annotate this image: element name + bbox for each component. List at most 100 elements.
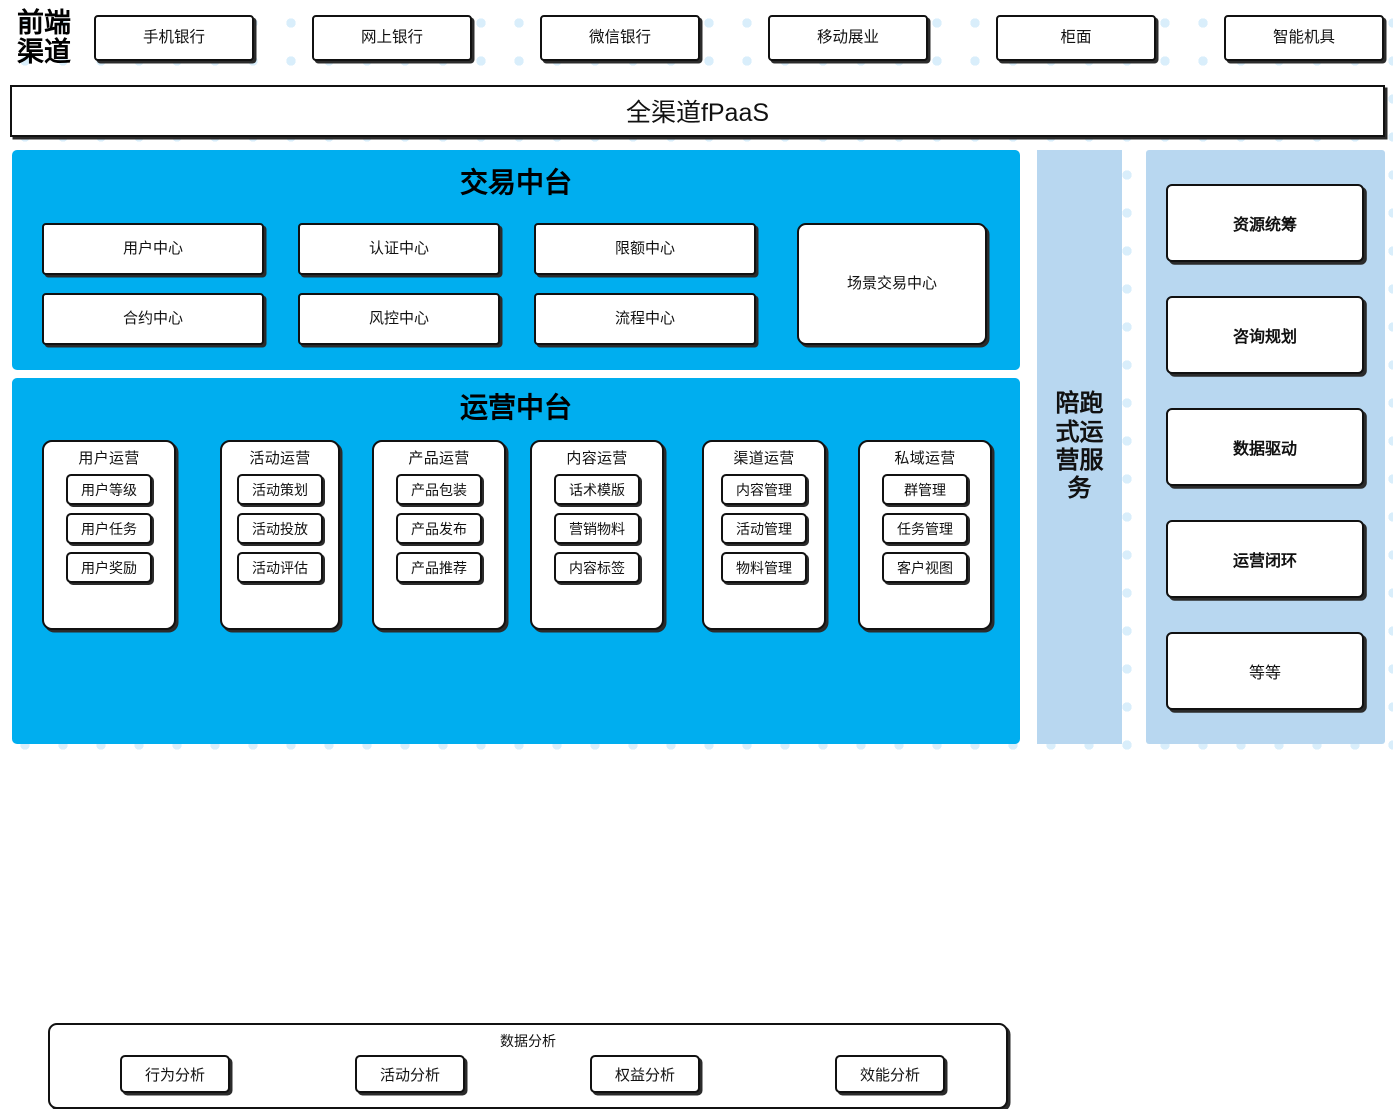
data-analysis-item-label: 权益分析	[614, 1066, 675, 1084]
operation-column-title: 用户运营	[78, 450, 140, 467]
operation-item[interactable]: 产品包装	[396, 474, 482, 505]
operation-item-label: 活动投放	[252, 520, 308, 537]
accompany-service-label-line-1: 陪跑	[1055, 390, 1104, 418]
channel-box-label: 网上银行	[360, 29, 423, 47]
operation-item[interactable]: 产品推荐	[396, 552, 482, 583]
data-analysis-item-4[interactable]: 效能分析	[835, 1055, 945, 1093]
operation-item-label: 用户等级	[81, 481, 137, 498]
channel-label-line-2: 渠道	[17, 37, 71, 67]
operation-item[interactable]: 活动评估	[237, 552, 323, 583]
operation-column-1: 用户运营用户等级用户任务用户奖励	[42, 440, 176, 630]
channel-box-label: 智能机具	[1272, 29, 1335, 47]
operation-item[interactable]: 群管理	[882, 474, 968, 505]
sidebar-card-3[interactable]: 数据驱动	[1166, 408, 1364, 486]
operation-column-3: 产品运营产品包装产品发布产品推荐	[372, 440, 506, 630]
accompany-service-label-line-4: 务	[1067, 475, 1092, 503]
channel-box-4[interactable]: 移动展业	[768, 15, 928, 61]
capability-sidebar: 资源统筹咨询规划数据驱动运营闭环等等	[1146, 150, 1385, 744]
sidebar-card-5[interactable]: 等等	[1166, 632, 1364, 710]
trade-center-box-label: 限额中心	[614, 240, 675, 258]
operation-item-label: 活动策划	[252, 481, 308, 498]
trade-center-box-label: 认证中心	[368, 240, 429, 258]
channel-box-2[interactable]: 网上银行	[312, 15, 472, 61]
accompany-service-label-line-3: 营服	[1055, 447, 1104, 474]
channel-box-1[interactable]: 手机银行	[94, 15, 254, 61]
trade-center-box-4[interactable]: 合约中心	[42, 293, 264, 345]
trade-center-box-2[interactable]: 认证中心	[298, 223, 500, 275]
operation-column-5: 渠道运营内容管理活动管理物料管理	[702, 440, 826, 630]
operation-item[interactable]: 内容标签	[554, 552, 640, 583]
accompany-service-label-line-2: 式运	[1055, 418, 1104, 446]
operation-column-4: 内容运营话术模版营销物料内容标签	[530, 440, 664, 630]
operation-item[interactable]: 用户等级	[66, 474, 152, 505]
operation-item[interactable]: 物料管理	[721, 552, 807, 583]
sidebar-card-label: 运营闭环	[1232, 553, 1297, 570]
trade-center-box-5[interactable]: 风控中心	[298, 293, 500, 345]
operation-item-label: 产品包装	[411, 481, 467, 498]
operation-column-title: 活动运营	[249, 450, 311, 467]
operation-center-panel: 运营中台 用户运营用户等级用户任务用户奖励活动运营活动策划活动投放活动评估产品运…	[12, 378, 1020, 1109]
operation-item[interactable]: 任务管理	[882, 513, 968, 544]
trade-center-title: 交易中台	[459, 168, 572, 199]
trade-center-box-6[interactable]: 流程中心	[534, 293, 756, 345]
data-analysis-item-label: 效能分析	[859, 1066, 920, 1084]
scene-trade-center-label: 场景交易中心	[846, 275, 937, 293]
operation-column-title: 渠道运营	[733, 450, 795, 467]
channel-box-label: 微信银行	[588, 29, 651, 47]
operation-column-title: 产品运营	[408, 450, 470, 467]
operation-item[interactable]: 客户视图	[882, 552, 968, 583]
sidebar-card-label: 数据驱动	[1232, 441, 1297, 458]
accompany-service-label: 陪跑式运营服务	[1052, 390, 1108, 503]
operation-item[interactable]: 活动策划	[237, 474, 323, 505]
sidebar-card-2[interactable]: 咨询规划	[1166, 296, 1364, 374]
sidebar-card-label: 等等	[1248, 665, 1281, 682]
scene-trade-center-box[interactable]: 场景交易中心	[797, 223, 987, 345]
channel-box-label: 手机银行	[142, 29, 205, 47]
sidebar-card-label: 咨询规划	[1232, 329, 1297, 346]
data-analysis-item-2[interactable]: 活动分析	[355, 1055, 465, 1093]
channel-box-label: 移动展业	[816, 29, 879, 47]
operation-item-label: 用户任务	[81, 520, 137, 537]
operation-item-label: 内容标签	[569, 559, 625, 576]
operation-item-label: 群管理	[904, 481, 946, 498]
operation-item-label: 活动评估	[252, 559, 308, 576]
operation-item-label: 物料管理	[736, 559, 792, 576]
trade-center-box-1[interactable]: 用户中心	[42, 223, 264, 275]
operation-item-label: 内容管理	[736, 481, 792, 498]
operation-item[interactable]: 产品发布	[396, 513, 482, 544]
operation-item-label: 活动管理	[736, 520, 792, 537]
trade-center-box-label: 流程中心	[614, 310, 675, 328]
operation-item[interactable]: 活动管理	[721, 513, 807, 544]
channel-box-3[interactable]: 微信银行	[540, 15, 700, 61]
accompany-service-column: 陪跑式运营服务	[1037, 150, 1122, 744]
fpaas-label: 全渠道fPaaS	[625, 99, 770, 127]
channel-box-5[interactable]: 柜面	[996, 15, 1156, 61]
operation-column-6: 私域运营群管理任务管理客户视图	[858, 440, 992, 630]
operation-item[interactable]: 话术模版	[554, 474, 640, 505]
operation-item[interactable]: 营销物料	[554, 513, 640, 544]
operation-item[interactable]: 用户奖励	[66, 552, 152, 583]
data-analysis-item-label: 行为分析	[144, 1066, 205, 1084]
data-analysis-strip: 数据分析 行为分析活动分析权益分析效能分析	[48, 1023, 1008, 1109]
data-analysis-item-3[interactable]: 权益分析	[590, 1055, 700, 1093]
sidebar-card-1[interactable]: 资源统筹	[1166, 184, 1364, 262]
operation-item[interactable]: 内容管理	[721, 474, 807, 505]
sidebar-card-4[interactable]: 运营闭环	[1166, 520, 1364, 598]
trade-center-panel: 交易中台 用户中心 认证中心 限额中心合约中心 风控中心 流程中心 场景交易中心	[12, 150, 1020, 370]
operation-column-title: 私域运营	[894, 450, 956, 467]
operation-item-label: 用户奖励	[81, 559, 137, 576]
architecture-diagram: 前端 渠道 手机银行 网上银行 微信银行 移动展业 柜面 智能机具 全渠道fPaaS 交易…	[4, 2, 1385, 1109]
trade-center-box-label: 风控中心	[368, 310, 429, 328]
trade-center-box-3[interactable]: 限额中心	[534, 223, 756, 275]
operation-item-label: 产品发布	[411, 520, 467, 537]
channel-box-6[interactable]: 智能机具	[1224, 15, 1384, 61]
data-analysis-item-1[interactable]: 行为分析	[120, 1055, 230, 1093]
front-end-channel-label: 前端 渠道	[4, 2, 84, 74]
operation-item-label: 任务管理	[897, 520, 953, 537]
channel-box-label: 柜面	[1060, 29, 1092, 47]
operation-column-title: 内容运营	[566, 450, 628, 467]
omnichannel-fpaas-bar[interactable]: 全渠道fPaaS	[10, 85, 1385, 137]
operation-item[interactable]: 活动投放	[237, 513, 323, 544]
operation-column-2: 活动运营活动策划活动投放活动评估	[220, 440, 340, 630]
operation-item[interactable]: 用户任务	[66, 513, 152, 544]
